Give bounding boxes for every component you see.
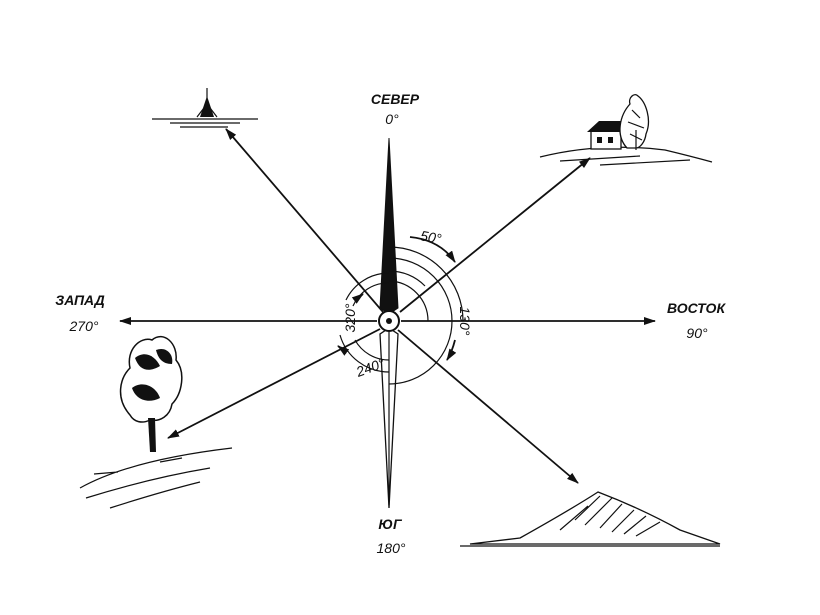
north-label: СЕВЕР — [371, 91, 420, 107]
bearing-label-house: 50° — [419, 227, 443, 247]
bearing-line-hill — [397, 329, 579, 484]
north-needle — [379, 137, 399, 315]
compass-rose-icon — [378, 137, 400, 509]
bearing-label-hill: 130° — [457, 307, 473, 336]
angle-arcs — [337, 236, 464, 385]
east-degree: 90° — [686, 325, 708, 341]
south-degree: 180° — [377, 540, 406, 556]
bearing-line-tower — [225, 128, 384, 313]
west-degree: 270° — [69, 318, 99, 334]
bearing-label-tower: 320° — [342, 303, 358, 332]
tree-icon — [79, 335, 233, 509]
west-label: ЗАПАД — [55, 292, 105, 308]
bearing-line-house — [399, 157, 591, 313]
south-label: ЮГ — [378, 516, 403, 532]
north-degree: 0° — [385, 111, 399, 127]
hill-icon — [460, 491, 721, 547]
house-icon — [539, 94, 713, 166]
tower-icon — [152, 88, 258, 128]
east-label: ВОСТОК — [667, 300, 726, 316]
bearing-line-tree — [167, 328, 381, 439]
